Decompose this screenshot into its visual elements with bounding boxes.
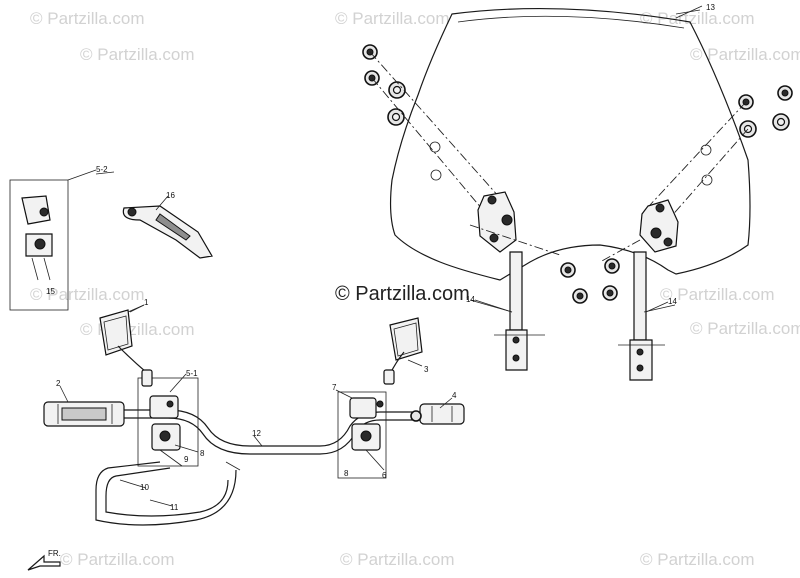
windshield-nuts-right[interactable] bbox=[649, 85, 793, 236]
callout-4: 4 bbox=[452, 391, 457, 400]
brake-cable[interactable] bbox=[105, 461, 241, 517]
switch-5-2-assembly[interactable] bbox=[9, 169, 97, 311]
watermark: © Partzilla.com bbox=[30, 9, 145, 28]
callout-7: 7 bbox=[332, 383, 337, 392]
callout-8-right: 8 bbox=[344, 469, 349, 478]
watermark: © Partzilla.com bbox=[80, 45, 195, 64]
callout-10: 10 bbox=[140, 483, 149, 492]
callout-16: 16 bbox=[166, 191, 175, 200]
callout-8-left: 8 bbox=[200, 449, 205, 458]
throttle-cable[interactable] bbox=[95, 461, 237, 526]
watermark: © Partzilla.com bbox=[80, 320, 195, 339]
right-grip[interactable] bbox=[419, 403, 465, 425]
front-label: FR. bbox=[48, 549, 61, 558]
watermark: © Partzilla.com bbox=[60, 550, 175, 569]
callout-3: 3 bbox=[424, 365, 429, 374]
watermark: © Partzilla.com bbox=[30, 285, 145, 304]
windshield-nuts-left[interactable] bbox=[362, 44, 501, 229]
windshield-stay-left[interactable] bbox=[474, 251, 545, 371]
watermark: © Partzilla.com bbox=[690, 319, 800, 338]
windshield[interactable] bbox=[389, 7, 751, 281]
watermark: © Partzilla.com bbox=[660, 285, 775, 304]
front-indicator: FR. bbox=[27, 549, 61, 571]
watermark: © Partzilla.com bbox=[690, 45, 800, 64]
callout-9: 9 bbox=[184, 455, 189, 464]
callout-lines bbox=[59, 5, 703, 507]
callout-5-2: 5-2 bbox=[96, 165, 108, 174]
callout-1: 1 bbox=[144, 298, 149, 307]
part-16-bracket[interactable] bbox=[122, 205, 213, 259]
callout-13: 13 bbox=[706, 3, 715, 12]
windshield-stay-right[interactable] bbox=[618, 251, 676, 381]
watermark: © Partzilla.com bbox=[640, 550, 755, 569]
callout-14-left: 14 bbox=[466, 295, 475, 304]
left-mirror[interactable] bbox=[99, 304, 153, 387]
callout-12: 12 bbox=[252, 429, 261, 438]
callout-14-right: 14 bbox=[668, 297, 677, 306]
watermark: © Partzilla.com bbox=[335, 9, 450, 28]
watermark: © Partzilla.com bbox=[640, 9, 755, 28]
watermark-center: © Partzilla.com bbox=[335, 283, 470, 305]
windshield-bracket-right[interactable] bbox=[599, 199, 679, 301]
callout-6: 6 bbox=[382, 471, 387, 480]
windshield-bracket-left[interactable] bbox=[469, 191, 588, 304]
callout-5-1: 5-1 bbox=[186, 369, 198, 378]
callout-2: 2 bbox=[56, 379, 61, 388]
callout-11: 11 bbox=[170, 503, 179, 512]
left-grip[interactable] bbox=[43, 401, 125, 427]
right-switch-assembly[interactable] bbox=[337, 391, 422, 479]
right-mirror[interactable] bbox=[383, 317, 423, 385]
left-switch-assembly[interactable] bbox=[137, 377, 199, 467]
callout-15: 15 bbox=[46, 287, 55, 296]
callout-labels: 13 5-2 16 15 1 14 14 3 2 5-1 7 4 12 9 8 … bbox=[46, 3, 715, 512]
watermark: © Partzilla.com bbox=[340, 550, 455, 569]
